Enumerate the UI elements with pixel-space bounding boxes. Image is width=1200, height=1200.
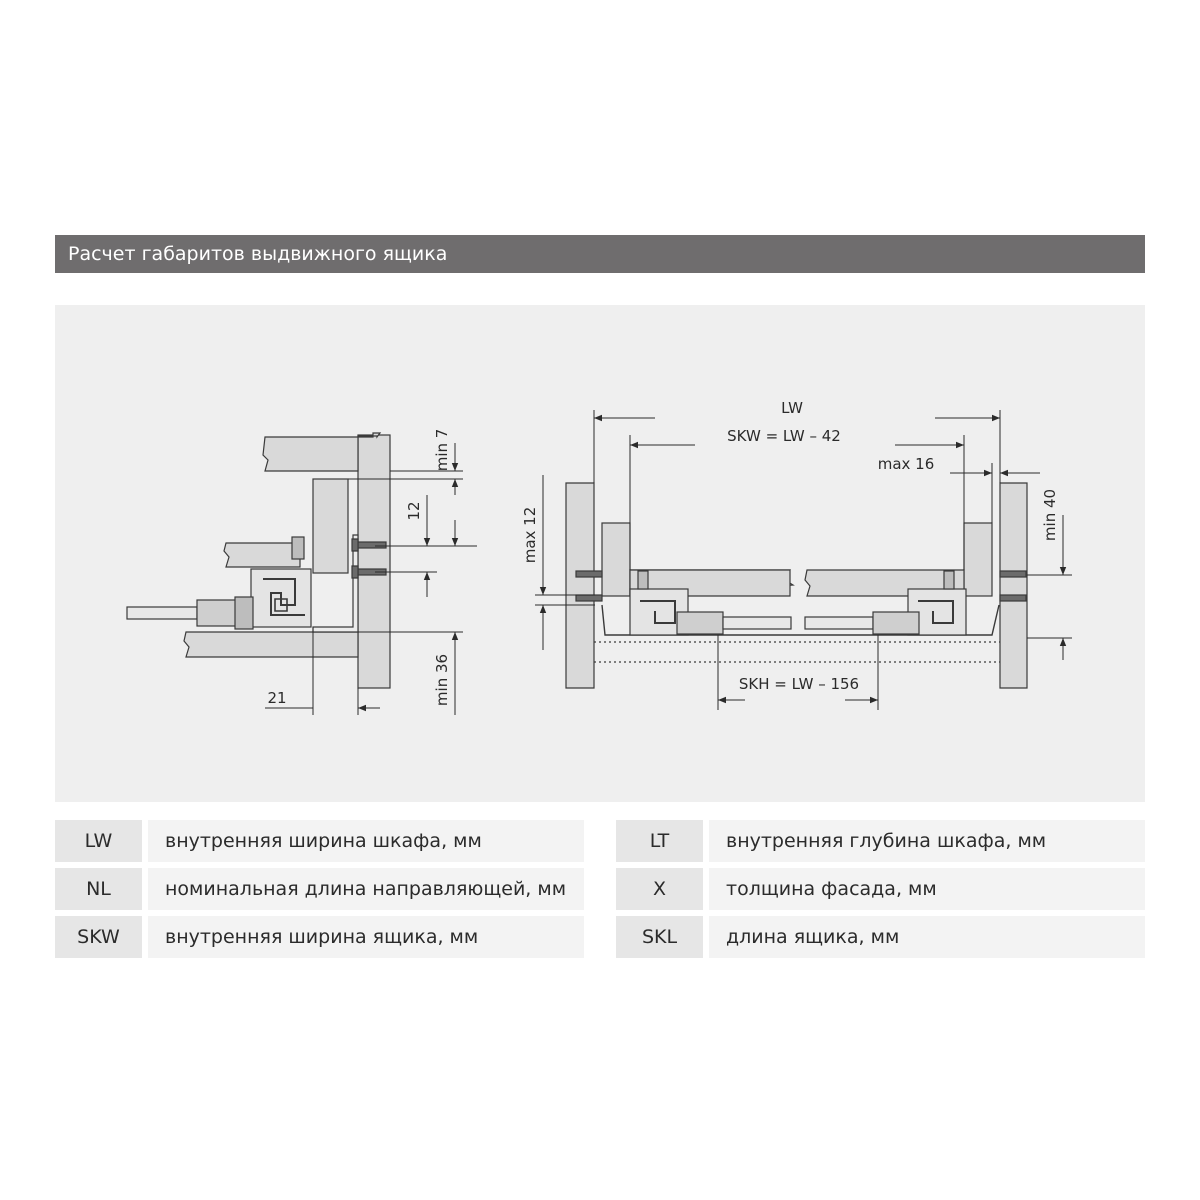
legend-description: внутренняя глубина шкафа, мм [709, 820, 1145, 862]
cabinet-wall [357, 434, 391, 689]
page-title: Расчет габаритов выдвижного ящика [55, 235, 1145, 273]
screw-icon [351, 538, 387, 579]
front-view-dimensions [535, 410, 1072, 710]
dim-max-16: max 16 [878, 455, 935, 473]
diagram-panel: min 7 12 min 36 21 [55, 305, 1145, 802]
screw-icon [575, 570, 1027, 602]
legend-row: NL номинальная длина направляющей, мм [55, 868, 584, 910]
legend-row: LT внутренняя глубина шкафа, мм [616, 820, 1145, 862]
dim-min-40: min 40 [1041, 489, 1059, 541]
legend-code: LT [616, 820, 703, 862]
front-panel [312, 478, 349, 574]
legend-right: LT внутренняя глубина шкафа, мм X толщин… [616, 820, 1145, 964]
bottom-shelf-panel [183, 631, 359, 658]
left-cabinet-wall [565, 482, 595, 689]
legend-code: SKL [616, 916, 703, 958]
dim-min-36: min 36 [433, 654, 451, 706]
legend-description: внутренняя ширина ящика, мм [148, 916, 584, 958]
legend-code: SKW [55, 916, 142, 958]
drawer-tray [601, 604, 1000, 636]
dotted-guides [594, 641, 1000, 663]
right-latch [872, 611, 920, 635]
legend-description: внутренняя ширина шкафа, мм [148, 820, 584, 862]
legend-row: SKL длина ящика, мм [616, 916, 1145, 958]
legend-left: LW внутренняя ширина шкафа, мм NL номина… [55, 820, 584, 964]
right-cable [804, 616, 874, 630]
dim-min-7: min 7 [433, 429, 451, 472]
legend-row: LW внутренняя ширина шкафа, мм [55, 820, 584, 862]
side-view-dimensions [265, 443, 477, 715]
dim-21: 21 [267, 689, 286, 707]
legend-description: толщина фасада, мм [709, 868, 1145, 910]
legend-description: длина ящика, мм [709, 916, 1145, 958]
legend-code: NL [55, 868, 142, 910]
front-view [565, 482, 1028, 689]
dim-skw: SKW = LW – 42 [727, 427, 841, 445]
left-latch [676, 611, 724, 635]
top-panel [262, 432, 382, 472]
side-section-view [126, 432, 391, 689]
legend-row: X толщина фасада, мм [616, 868, 1145, 910]
right-drawer-side [963, 522, 993, 597]
legend-description: номинальная длина направляющей, мм [148, 868, 584, 910]
drawer-dimensions-diagram: min 7 12 min 36 21 [126, 399, 1072, 715]
dim-max-12: max 12 [521, 507, 539, 564]
left-cable [722, 616, 792, 630]
legend-code: X [616, 868, 703, 910]
drawer-bottom-panel [223, 542, 301, 568]
left-drawer-side [601, 522, 631, 597]
dim-lw: LW [781, 399, 803, 417]
legend-row: SKW внутренняя ширина ящика, мм [55, 916, 584, 958]
dim-skh: SKH = LW – 156 [739, 675, 859, 693]
dim-12: 12 [405, 501, 423, 520]
right-cabinet-wall [999, 482, 1028, 689]
cable [126, 606, 198, 620]
legend-code: LW [55, 820, 142, 862]
